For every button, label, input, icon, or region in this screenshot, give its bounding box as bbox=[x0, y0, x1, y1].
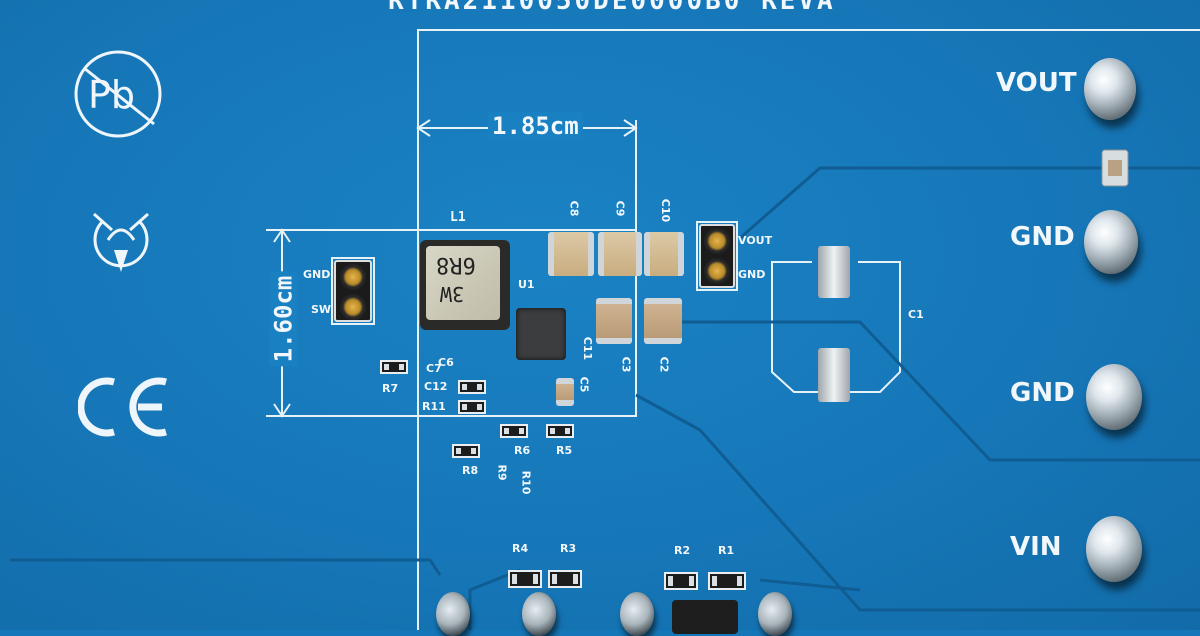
header-label-gnd: GND bbox=[303, 268, 331, 281]
jumper-header[interactable] bbox=[672, 600, 738, 634]
esd-warning-icon bbox=[93, 212, 149, 272]
designator-r5: R5 bbox=[556, 444, 573, 457]
test-point[interactable] bbox=[436, 592, 470, 636]
capacitor bbox=[596, 298, 632, 344]
resistor bbox=[664, 572, 698, 590]
vout-terminal-post[interactable] bbox=[1084, 58, 1136, 120]
test-point[interactable] bbox=[620, 592, 654, 636]
designator-c12: C12 bbox=[424, 380, 448, 393]
test-point[interactable] bbox=[758, 592, 792, 636]
ce-mark-icon bbox=[78, 377, 167, 437]
gnd-bottom-terminal-post[interactable] bbox=[1086, 364, 1142, 430]
pb-free-logo-icon: Pb bbox=[74, 50, 162, 138]
designator-c9: C9 bbox=[613, 200, 627, 217]
designator-r2: R2 bbox=[674, 544, 691, 557]
designator-r9: R9 bbox=[495, 464, 509, 481]
designator-c6: C6 bbox=[438, 356, 454, 369]
c1-pad bbox=[818, 246, 850, 298]
resistor bbox=[452, 444, 480, 458]
designator-c1: C1 bbox=[908, 308, 924, 321]
c1-pad bbox=[818, 348, 850, 402]
terminal-label-vin: VIN bbox=[1010, 532, 1062, 562]
resistor bbox=[380, 360, 408, 374]
resistor bbox=[546, 424, 574, 438]
capacitor bbox=[598, 232, 642, 276]
designator-c8: C8 bbox=[567, 200, 581, 217]
resistor bbox=[458, 380, 486, 394]
designator-r6: R6 bbox=[514, 444, 531, 457]
designator-r4: R4 bbox=[512, 542, 529, 555]
designator-c7: C7 bbox=[426, 362, 442, 375]
ic-ref: U1 bbox=[518, 278, 535, 291]
designator-r10: R10 bbox=[519, 470, 533, 495]
designator-r1: R1 bbox=[718, 544, 735, 557]
header-label-gnd: GND bbox=[738, 268, 766, 281]
capacitor bbox=[644, 298, 682, 344]
inductor-marking: 6R8 bbox=[436, 252, 476, 277]
designator-c3: C3 bbox=[619, 356, 633, 373]
header-label-sw: SW bbox=[311, 303, 332, 316]
resistor bbox=[500, 424, 528, 438]
width-dimension-label: 1.85cm bbox=[488, 112, 583, 140]
terminal-label-gnd-top: GND bbox=[1010, 222, 1075, 252]
header-pin-gnd[interactable] bbox=[704, 258, 730, 284]
header-label-vout: VOUT bbox=[738, 234, 773, 247]
inductor-body bbox=[426, 246, 500, 320]
designator-c10: C10 bbox=[659, 198, 673, 223]
header-pin-sw[interactable] bbox=[340, 294, 366, 320]
resistor bbox=[548, 570, 582, 588]
designator-r3: R3 bbox=[560, 542, 577, 555]
inductor-ref: L1 bbox=[450, 210, 466, 225]
designator-c11: C11 bbox=[581, 336, 595, 361]
header-pin-gnd[interactable] bbox=[340, 264, 366, 290]
inductor-marking-2: 3W bbox=[440, 282, 465, 306]
resistor bbox=[458, 400, 486, 414]
capacitor bbox=[644, 232, 684, 276]
designator-r7: R7 bbox=[382, 382, 399, 395]
ic-u1 bbox=[516, 308, 566, 360]
designator-c2: C2 bbox=[657, 356, 671, 373]
terminal-label-gnd-bottom: GND bbox=[1010, 378, 1075, 408]
resistor bbox=[508, 570, 542, 588]
svg-text:Pb: Pb bbox=[88, 73, 135, 117]
terminal-label-vout: VOUT bbox=[996, 68, 1077, 98]
header-pin-vout[interactable] bbox=[704, 228, 730, 254]
capacitor bbox=[556, 378, 574, 406]
designator-r11: R11 bbox=[422, 400, 446, 413]
gnd-top-terminal-post[interactable] bbox=[1084, 210, 1138, 274]
capacitor bbox=[548, 232, 594, 276]
designator-c5: C5 bbox=[577, 376, 591, 393]
designator-r8: R8 bbox=[462, 464, 479, 477]
resistor bbox=[708, 572, 746, 590]
test-point[interactable] bbox=[522, 592, 556, 636]
height-dimension-label: 1.60cm bbox=[269, 271, 298, 367]
board-title: RTRA2110050DE0000B0 REVA bbox=[388, 0, 836, 16]
vin-terminal-post[interactable] bbox=[1086, 516, 1142, 582]
